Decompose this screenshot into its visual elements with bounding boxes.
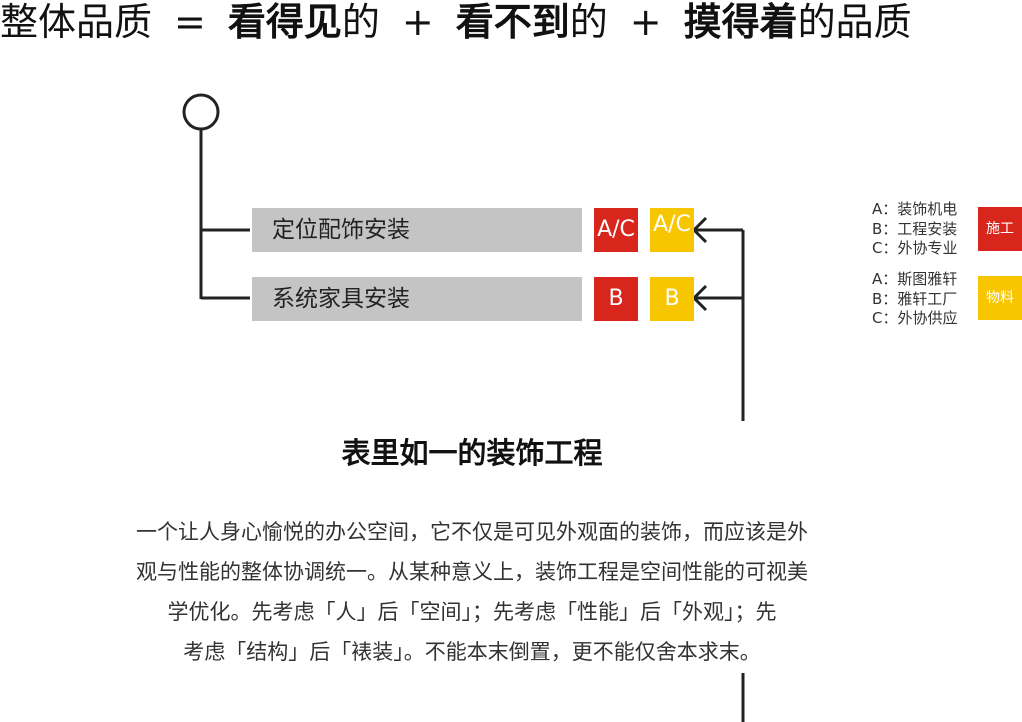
headline-invisible-suffix: 的 [569, 0, 608, 44]
headline-tangible: 摸得着 [683, 0, 798, 44]
arrow-head-1 [691, 216, 708, 244]
legend-construction-line-a: A：装饰机电 [872, 200, 958, 218]
row-bar-1: 定位配饰安装 [252, 208, 582, 252]
headline: 整体品质=看得见的+看不到的+摸得着的品质 [0, 0, 912, 46]
paragraph-line-4: 考虑「结构」后「裱装」。不能本末倒置，更不能仅舍本求末。 [183, 640, 761, 664]
paragraph-line-2: 观与性能的整体协调统一。从某种意义上，装饰工程是空间性能的可视美 [136, 560, 808, 584]
legend-construction-line-c: C：外协专业 [872, 239, 958, 257]
plus-sign-1: + [401, 0, 434, 44]
legend-materials-line-c: C：外协供应 [872, 309, 958, 327]
equals-sign: = [174, 0, 206, 44]
headline-part1: 整体品质 [0, 0, 153, 44]
plus-sign-2: + [629, 0, 662, 44]
headline-visible: 看得见 [227, 0, 342, 44]
origin-circle [182, 93, 220, 131]
headline-tangible-suffix: 的品质 [797, 0, 912, 44]
legend-construction-line-b: B：工程安装 [872, 219, 958, 238]
paragraph-line-3: 学优化。先考虑「人」后「空间」；先考虑「性能」后「外观」；先 [167, 600, 777, 624]
legend-materials-tag: 物料 [978, 276, 1022, 320]
headline-invisible: 看不到 [455, 0, 570, 44]
legend-materials: A：斯图雅轩 B：雅轩工厂 C：外协供应 [872, 270, 957, 329]
row-label-2: 系统家具安装 [272, 286, 410, 312]
section-subtitle: 表里如一的装饰工程 [341, 436, 603, 470]
legend-construction: A：装饰机电 B：工程安装 C：外协专业 [872, 200, 957, 259]
row-label-1: 定位配饰安装 [272, 217, 410, 243]
headline-visible-suffix: 的 [341, 0, 380, 44]
legend-construction-tag: 施工 [978, 207, 1022, 251]
row-bar-2: 系统家具安装 [252, 277, 582, 321]
legend-materials-line-a: A：斯图雅轩 [872, 270, 958, 288]
row-tag-red-1: A/C [594, 208, 638, 252]
arrow-head-2 [691, 284, 708, 312]
row-tag-yellow-1: A/C [650, 208, 694, 252]
description-paragraph: 一个让人身心愉悦的办公空间，它不仅是可见外观面的装饰，而应该是外 观与性能的整体… [62, 512, 882, 672]
legend-materials-line-b: B：雅轩工厂 [872, 289, 958, 308]
paragraph-line-1: 一个让人身心愉悦的办公空间，它不仅是可见外观面的装饰，而应该是外 [136, 520, 808, 544]
row-tag-red-2: B [594, 277, 638, 321]
row-tag-yellow-2: B [650, 277, 694, 321]
